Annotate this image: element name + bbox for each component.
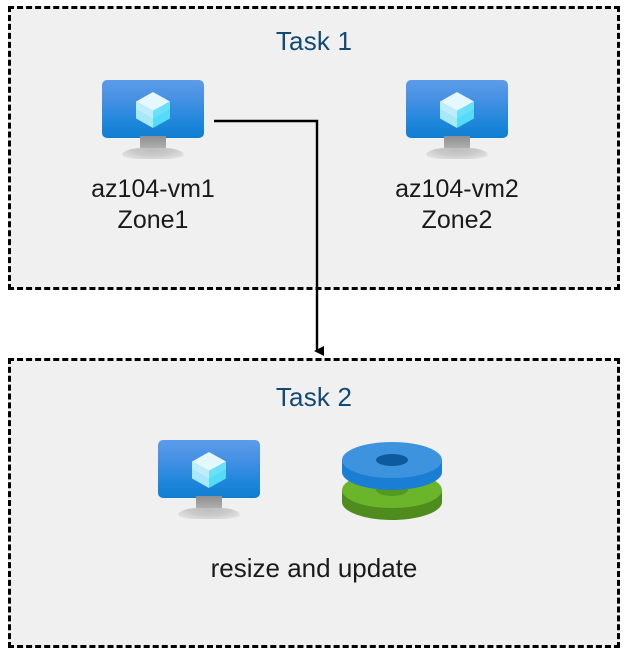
monitor-base — [122, 148, 184, 159]
task2-caption-label: resize and update — [210, 553, 418, 583]
virtual-machine-icon — [102, 80, 204, 160]
managed-disks-icon[interactable] — [340, 438, 444, 526]
virtual-machine-icon — [406, 80, 508, 160]
cube-glyph — [188, 449, 230, 491]
monitor-base — [178, 508, 240, 519]
task2-vm-node[interactable] — [158, 440, 260, 520]
monitor-base — [426, 148, 488, 159]
vm1-zone-label: Zone1 — [117, 206, 189, 234]
task2-icon-row — [8, 436, 620, 528]
monitor-screen — [158, 440, 260, 498]
task2-title: Task 2 — [275, 382, 353, 412]
cube-glyph — [132, 89, 174, 131]
vm2-zone-label: Zone2 — [421, 206, 493, 234]
node-az104-vm2[interactable]: az104-vm2 Zone2 — [352, 80, 562, 236]
monitor-screen — [102, 80, 204, 138]
vm1-name-label: az104-vm1 — [91, 175, 215, 203]
cube-glyph — [436, 89, 478, 131]
task1-title: Task 1 — [275, 26, 353, 56]
vm2-name-label: az104-vm2 — [395, 175, 519, 203]
virtual-machine-icon — [158, 440, 260, 520]
task2-container — [8, 358, 620, 648]
blue-disk — [342, 442, 442, 490]
task2-content: resize and update — [8, 436, 620, 584]
node-az104-vm1[interactable]: az104-vm1 Zone1 — [48, 80, 258, 236]
monitor-screen — [406, 80, 508, 138]
